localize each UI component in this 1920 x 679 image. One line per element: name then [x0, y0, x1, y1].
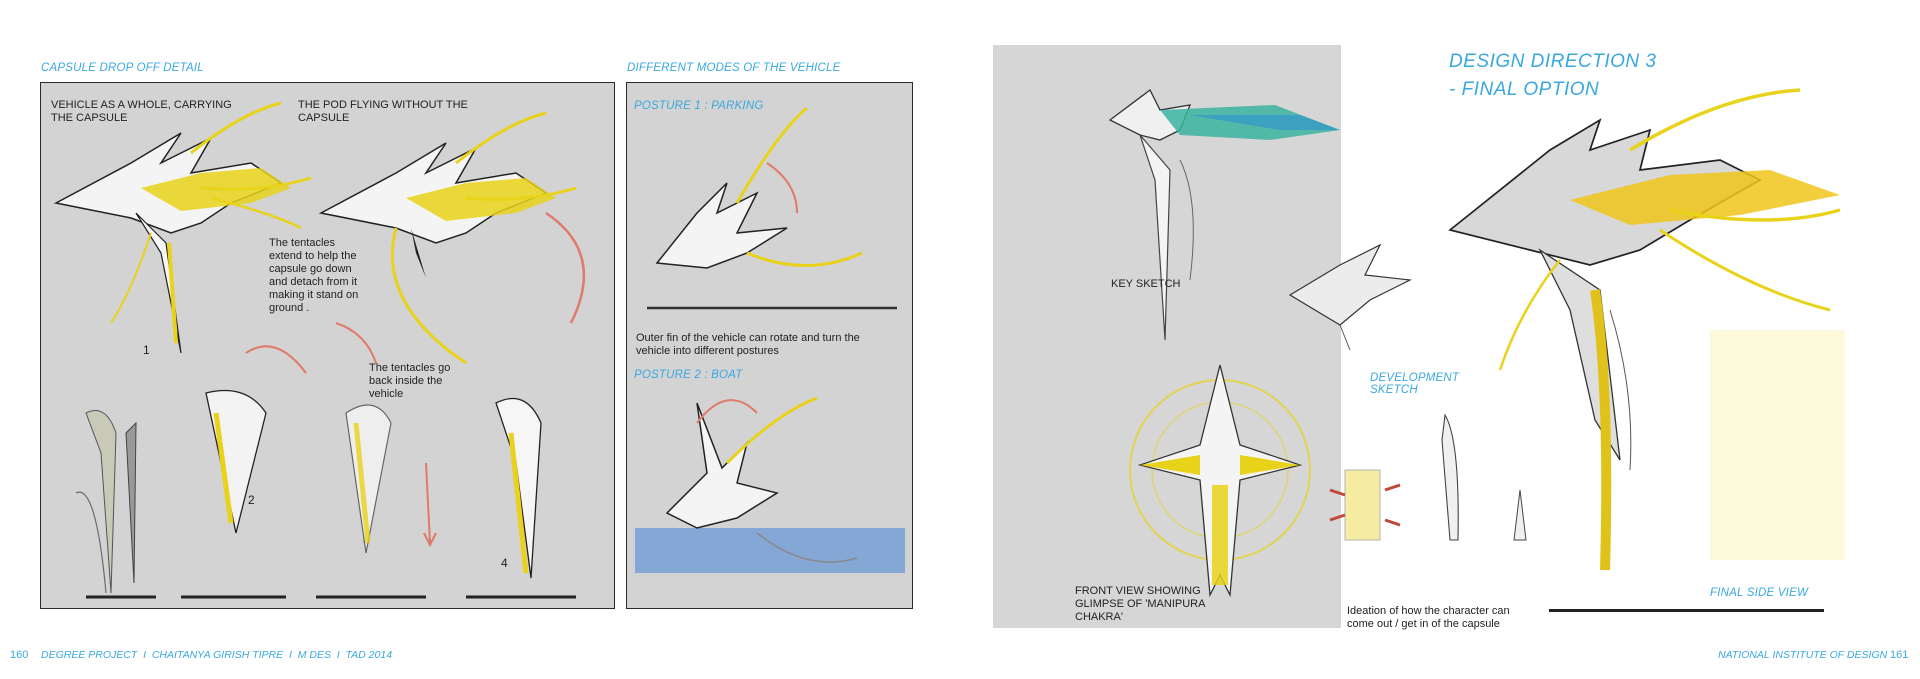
fin-rotation-note: Outer fin of the vehicle can rotate and …: [636, 332, 860, 357]
section-title-modes: DIFFERENT MODES OF THE VEHICLE: [627, 62, 841, 74]
development-small-sketch: [1288, 243, 1413, 351]
capsule-drop-panel: VEHICLE AS A WHOLE, CARRYING THE CAPSULE…: [40, 82, 615, 609]
posture-boat-label: POSTURE 2 : BOAT: [634, 369, 743, 381]
caption-vehicle-whole: VEHICLE AS A WHOLE, CARRYING THE CAPSULE: [51, 99, 232, 124]
final-view-ground-line: [1549, 609, 1824, 612]
caption-pod-flying: THE POD FLYING WITHOUT THE CAPSULE: [298, 99, 468, 124]
front-view-label: FRONT VIEW SHOWING GLIMPSE OF 'MANIPURA …: [1075, 585, 1205, 623]
boat-posture-sketch: [635, 396, 905, 573]
capsule-sequence-sketches: [75, 211, 586, 599]
right-footer-text: NATIONAL INSTITUTE OF DESIGN: [1718, 649, 1888, 661]
development-sketch-label: DEVELOPMENT SKETCH: [1370, 372, 1460, 396]
note-tentacles-back: The tentacles go back inside the vehicle: [369, 362, 451, 400]
ideation-capsule-sketches: [1329, 413, 1527, 541]
left-footer-text: DEGREE PROJECT I CHAITANYA GIRISH TIPRE …: [41, 649, 393, 661]
pod-flying-sketch: [318, 111, 577, 365]
key-sketch-gray-panel: [993, 45, 1341, 628]
step-label-1: 1: [143, 343, 150, 357]
vehicle-with-capsule-sketch: [53, 101, 312, 354]
note-tentacles-down: The tentacles extend to help the capsule…: [269, 237, 359, 314]
final-side-view-drawing: [1448, 88, 1845, 571]
front-view-chakra-drawing: [1129, 364, 1311, 598]
posture-parking-label: POSTURE 1 : PARKING: [634, 100, 764, 112]
parking-posture-sketch: [647, 106, 897, 310]
section-title-capsule: CAPSULE DROP OFF DETAIL: [41, 62, 204, 74]
design-direction-title-line1: DESIGN DIRECTION 3: [1449, 51, 1657, 72]
vehicle-modes-panel: POSTURE 1 : PARKING Outer fin of the veh…: [626, 82, 913, 609]
right-page-number: 161: [1890, 649, 1909, 661]
ideation-note: Ideation of how the character can come o…: [1347, 605, 1510, 630]
key-sketch-label: KEY SKETCH: [1111, 278, 1181, 290]
final-side-view-label: FINAL SIDE VIEW: [1710, 587, 1809, 599]
left-page-number: 160: [10, 649, 29, 661]
design-direction-title-line2: - FINAL OPTION: [1449, 79, 1600, 100]
design-direction-title: DESIGN DIRECTION 3 - FINAL OPTION: [1449, 48, 1656, 104]
step-label-4: 4: [501, 556, 508, 570]
step-label-2: 2: [248, 493, 255, 507]
key-sketch-drawing: [1108, 89, 1340, 341]
